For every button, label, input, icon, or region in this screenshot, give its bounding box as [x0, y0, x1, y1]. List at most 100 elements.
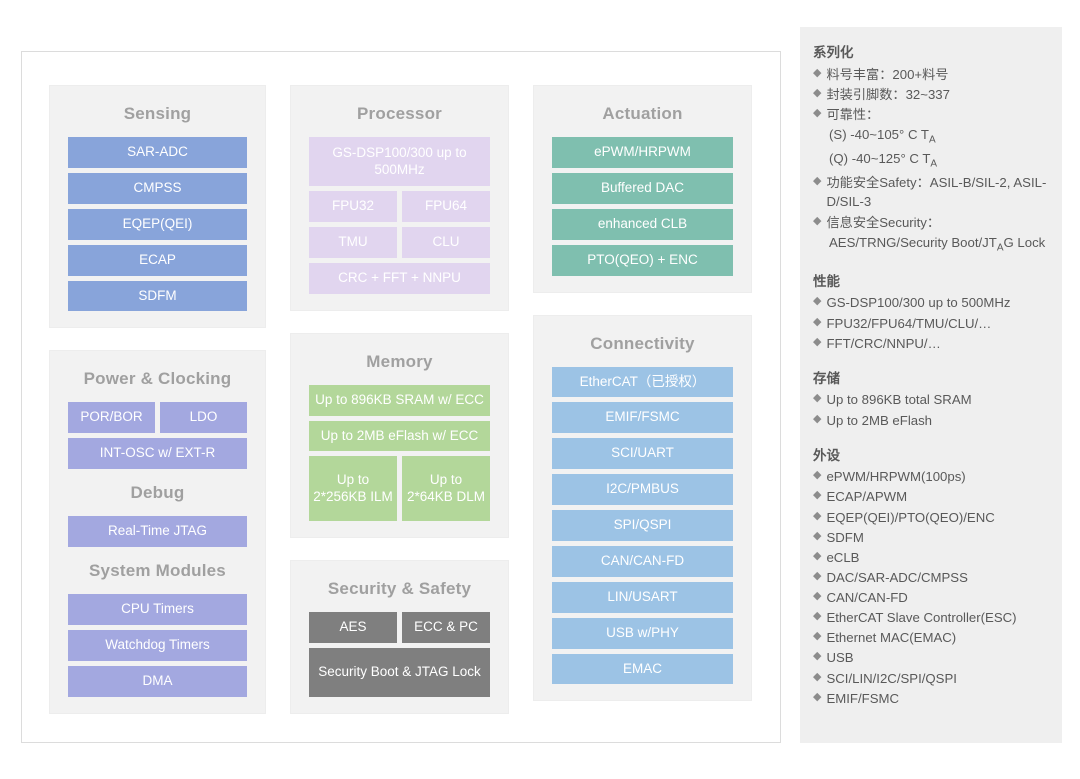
- spec-plain-text: (Q) -40~125° C TA: [829, 151, 938, 170]
- diamond-bullet-icon: ◆: [813, 549, 822, 562]
- diamond-bullet-icon: ◆: [813, 590, 822, 603]
- spec-bullet-item: ◆ EtherCAT Slave Controller(ESC): [813, 608, 1049, 627]
- diagram-cell[interactable]: I2C/PMBUS: [552, 474, 733, 505]
- diagram-cell[interactable]: enhanced CLB: [552, 208, 733, 240]
- spec-bullet-text: 可靠性：: [826, 106, 880, 122]
- diagram-cell[interactable]: EMIF/FSMC: [552, 402, 733, 434]
- diamond-bullet-icon: ◆: [813, 630, 822, 643]
- diagram-cell[interactable]: LIN/USART: [552, 581, 733, 613]
- diagram-cell[interactable]: CAN/CAN-FD: [552, 545, 733, 577]
- diagram-cell[interactable]: Buffered DAC: [552, 172, 733, 204]
- diamond-bullet-icon: ◆: [813, 670, 822, 683]
- diagram-cell[interactable]: TMU: [309, 226, 397, 258]
- spec-bullet-item: ◆DAC/SAR-ADC/CMPSS: [813, 568, 1049, 587]
- spec-bullet-item: ◆eCLB: [813, 548, 1049, 567]
- diagram-cell[interactable]: SDFM: [68, 280, 247, 312]
- diagram-cell[interactable]: Security Boot & JTAG Lock: [309, 648, 490, 698]
- spec-bullet-text: FPU32/FPU64/TMU/CLU/…: [826, 315, 992, 331]
- diagram-cell[interactable]: POR/BOR: [68, 402, 155, 434]
- spec-bullet-item: ◆EQEP(QEI)/PTO(QEO)/ENC: [813, 508, 1049, 527]
- spec-bullet-item: ◆GS-DSP100/300 up to 500MHz: [813, 293, 1049, 312]
- diagram-cell[interactable]: CLU: [402, 226, 490, 258]
- diagram-cell[interactable]: Up to 2*64KB DLM: [402, 456, 490, 522]
- spec-bullet-text: CAN/CAN-FD: [826, 590, 908, 606]
- spec-bullet-item: ◆Up to 2MB eFlash: [813, 411, 1049, 430]
- diagram-cell-stack: EtherCAT（已授权） EMIF/FSMC SCI/UART I2C/PMBUS S…: [552, 366, 733, 685]
- diagram-cell[interactable]: SAR-ADC: [68, 137, 247, 168]
- spec-section: 系列化◆料号丰富：200+料号◆封装引脚数：32~337◆可靠性：(S) -40…: [813, 43, 1049, 256]
- diamond-bullet-icon: ◆: [813, 469, 822, 482]
- diagram-cell[interactable]: EQEP(QEI): [68, 208, 247, 240]
- spec-bullet-item: ◆ePWM/HRPWM(100ps): [813, 467, 1049, 486]
- diamond-bullet-icon: ◆: [813, 106, 822, 119]
- spec-bullet-text: 信息安全Security：: [826, 214, 941, 230]
- diamond-bullet-icon: ◆: [813, 412, 822, 425]
- spec-bullet-item: ◆ CAN/CAN-FD: [813, 588, 1049, 607]
- diagram-subgroup-title: System Modules: [89, 561, 226, 580]
- diamond-bullet-icon: ◆: [813, 489, 822, 502]
- diagram-group-memory: Memory Up to 896KB SRAM w/ ECC Up to 2MB e…: [290, 332, 509, 539]
- diagram-cell[interactable]: Up to 2MB eFlash w/ ECC: [309, 420, 490, 452]
- diagram-cell[interactable]: FPU64: [402, 191, 490, 222]
- diagram-cell-stack: ePWM/HRPWM Buffered DAC enhanced CLB PTO(QE…: [552, 137, 733, 276]
- diagram-cell[interactable]: CPU Timers: [68, 594, 247, 625]
- spec-bullet-text: SDFM: [826, 529, 864, 545]
- spec-bullet-item: ◆USB: [813, 648, 1049, 667]
- diagram-cell[interactable]: USB w/PHY: [552, 617, 733, 649]
- diagram-group-title: Power & Clocking: [83, 369, 232, 389]
- spec-section-heading: 系列化: [813, 45, 854, 60]
- diagram-cell[interactable]: ECC & PC: [402, 612, 490, 644]
- spec-bullet-text: Up to 896KB total SRAM: [826, 392, 972, 408]
- diagram-cell[interactable]: EtherCAT（已授权）: [552, 366, 733, 398]
- diagram-cell[interactable]: CMPSS: [68, 172, 247, 204]
- diagram-cell[interactable]: ECAP: [68, 244, 247, 276]
- diagram-cell[interactable]: Real-Time JTAG: [68, 516, 247, 547]
- diagram-group-title: Processor: [357, 104, 442, 123]
- spec-section: 存储◆Up to 896KB total SRAM◆Up to 2MB eFla…: [813, 369, 1049, 430]
- diagram-cell[interactable]: FPU32: [309, 191, 397, 222]
- diamond-bullet-icon: ◆: [813, 315, 822, 328]
- diagram-cell[interactable]: AES: [309, 612, 397, 644]
- diagram-cell[interactable]: Up to 896KB SRAM w/ ECC: [309, 384, 490, 416]
- diagram-cell[interactable]: Watchdog Timers: [68, 629, 247, 661]
- diagram-cell[interactable]: Up to 2*256KB ILM: [309, 456, 397, 522]
- diagram-cell[interactable]: LDO: [160, 402, 247, 434]
- diagram-cell[interactable]: INT-OSC w/ EXT-R: [68, 438, 247, 470]
- spec-bullet-text: Ethernet MAC(EMAC): [826, 630, 957, 646]
- diagram-cell[interactable]: DMA: [68, 665, 247, 697]
- diamond-bullet-icon: ◆: [813, 335, 822, 348]
- spec-bullet-text: USB: [826, 650, 854, 666]
- spec-bullet-text: EtherCAT Slave Controller(ESC): [826, 610, 1017, 626]
- diagram-subgroup-title: Debug: [130, 483, 185, 503]
- diagram-cell[interactable]: SPI/QSPI: [552, 510, 733, 541]
- spec-bullet-item: ◆Up to 896KB total SRAM: [813, 390, 1049, 409]
- spec-bullet-item: ◆ 信息安全Security：: [813, 213, 1049, 232]
- diagram-cell[interactable]: GS-DSP100/300 up to 500MHz: [309, 137, 490, 186]
- spec-bullet-item: ◆ Ethernet MAC(EMAC): [813, 628, 1049, 647]
- diagram-cell[interactable]: EMAC: [552, 653, 733, 685]
- diagram-cell[interactable]: CRC + FFT + NNPU: [309, 262, 490, 294]
- diamond-bullet-icon: ◆: [813, 610, 822, 623]
- spec-bullet-text: SCI/LIN/I2C/SPI/QSPI: [826, 670, 957, 686]
- spec-bullet-item: ◆ SCI/LIN/I2C/SPI/QSPI: [813, 669, 1049, 688]
- diagram-cell[interactable]: SCI/UART: [552, 438, 733, 470]
- diamond-bullet-icon: ◆: [813, 66, 822, 79]
- diagram-cell[interactable]: PTO(QEO) + ENC: [552, 244, 733, 276]
- diagram-cell[interactable]: ePWM/HRPWM: [552, 137, 733, 168]
- spec-bullet-text: EMIF/FSMC: [826, 690, 899, 706]
- diamond-bullet-icon: ◆: [813, 214, 822, 227]
- diagram-group-title: Memory: [366, 351, 433, 371]
- spec-bullet-text: EQEP(QEI)/PTO(QEO)/ENC: [826, 509, 995, 525]
- spec-bullet-text: 功能安全Safety：ASIL-B/SIL-2, ASIL-D/SIL-3: [826, 175, 1047, 210]
- spec-bullet-item: ◆ 可靠性：: [813, 105, 1049, 124]
